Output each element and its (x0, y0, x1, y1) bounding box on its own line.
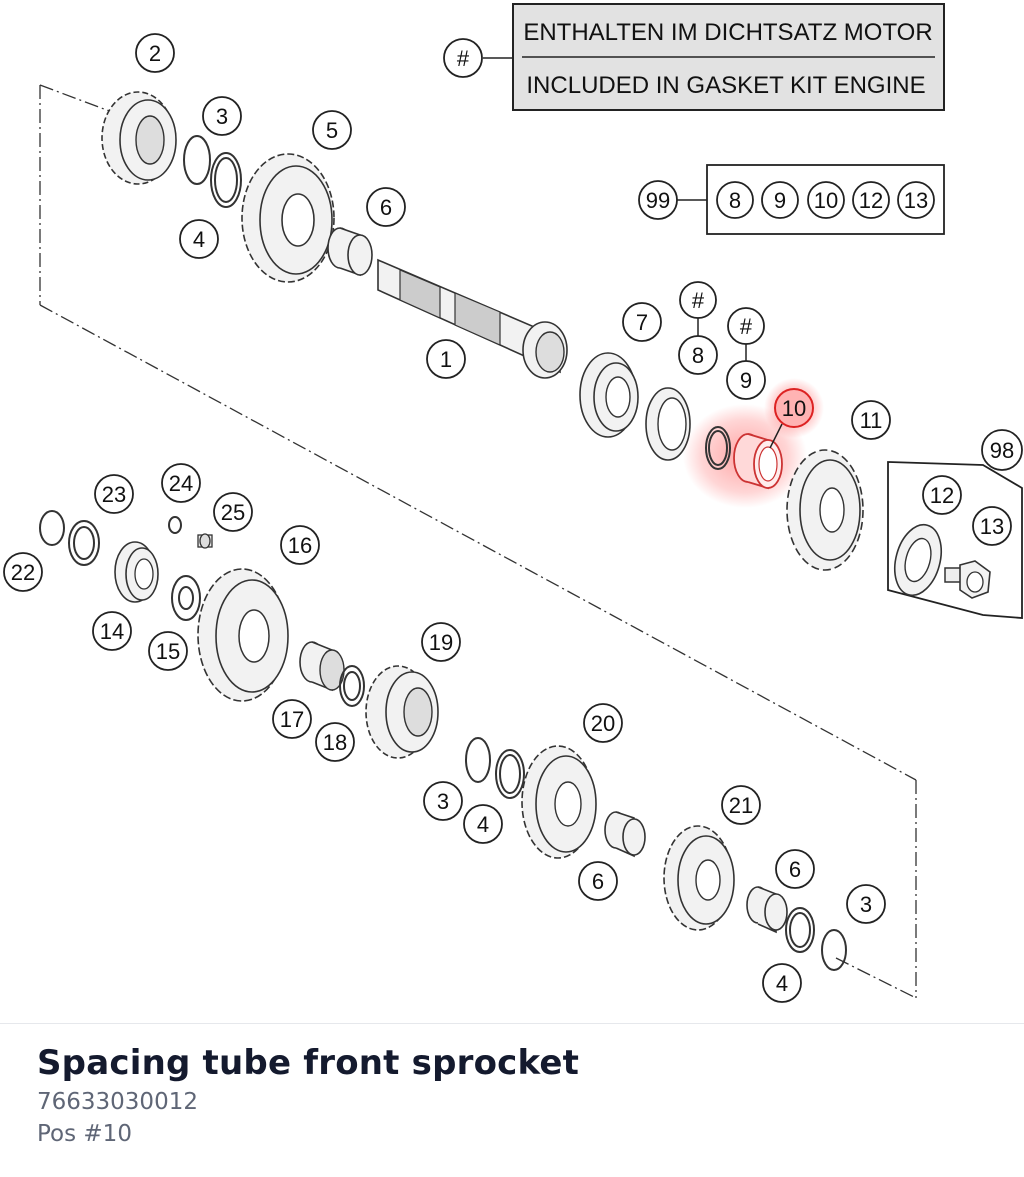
callout-15: 15 (156, 639, 180, 664)
washer-4 (210, 152, 242, 208)
circlip-22 (39, 510, 65, 546)
callout-23: 23 (102, 482, 126, 507)
ball-bearing-7 (579, 352, 639, 438)
gasket-legend-de: ENTHALTEN IM DICHTSATZ MOTOR (523, 19, 932, 46)
callout-8: 8 (692, 343, 704, 368)
callout-21: 21 (729, 793, 753, 818)
callout-8-hash: # (692, 288, 705, 313)
part-info: Spacing tube front sprocket 76633030012 … (37, 1040, 579, 1150)
callout-18: 18 (323, 730, 347, 755)
kit-99-item: 12 (859, 188, 883, 213)
callout-6: 6 (380, 195, 392, 220)
gear-2 (101, 91, 177, 185)
circlip-3c (821, 929, 847, 971)
washer-24 (168, 516, 182, 534)
callout-3: 3 (437, 789, 449, 814)
callout-9-hash: # (740, 314, 753, 339)
needle-bearing-6 (327, 227, 373, 277)
kit-99-legend: 99 8 9 10 12 13 (638, 164, 945, 235)
callout-25: 25 (221, 500, 245, 525)
kit-98-item: 12 (930, 483, 954, 508)
part-number: 76633030012 (37, 1089, 198, 1115)
callout-2: 2 (149, 41, 161, 66)
callout-11: 11 (860, 408, 883, 433)
gear-16 (197, 568, 289, 702)
washer-4c (785, 907, 815, 953)
gear-19 (365, 665, 439, 759)
gasket-symbol-callout: # (457, 46, 470, 71)
callout-9: 9 (740, 368, 752, 393)
circlip-3b (465, 737, 491, 783)
assembly-frame (39, 84, 917, 999)
callout-5: 5 (326, 118, 338, 143)
callout-4: 4 (193, 227, 205, 252)
callout-14: 14 (100, 619, 124, 644)
kit-99-item: 10 (814, 188, 838, 213)
kit-99-item: 13 (904, 188, 928, 213)
washer-15 (171, 575, 201, 621)
needle-bearing-6c (746, 886, 788, 934)
gear-5 (241, 153, 335, 283)
circlip-3 (183, 135, 211, 185)
gasket-legend-en: INCLUDED IN GASKET KIT ENGINE (526, 72, 925, 99)
washer-4b (495, 749, 525, 799)
front-sprocket-11 (786, 449, 864, 571)
gasket-kit-legend: ENTHALTEN IM DICHTSATZ MOTOR INCLUDED IN… (443, 3, 945, 111)
spacing-tube-10[interactable] (733, 433, 783, 490)
shaft-seal-8 (645, 387, 691, 461)
kit-99-item: 8 (729, 188, 741, 213)
part-position: Pos #10 (37, 1121, 132, 1147)
needle-bearing-6b (604, 811, 646, 858)
main-shaft-1 (377, 258, 568, 379)
callout-19: 19 (429, 630, 453, 655)
callout-6: 6 (789, 857, 801, 882)
callout-10-highlighted: 10 (782, 396, 806, 421)
callout-16: 16 (288, 533, 312, 558)
kit-98-label: 98 (990, 438, 1014, 463)
o-ring-9 (705, 426, 731, 470)
callout-17: 17 (280, 707, 304, 732)
callout-4: 4 (776, 971, 788, 996)
callout-3: 3 (860, 892, 872, 917)
callout-24: 24 (169, 471, 193, 496)
gear-20 (521, 745, 597, 859)
callout-7: 7 (636, 310, 648, 335)
screw-25 (197, 533, 213, 549)
divider (0, 1023, 1024, 1024)
exploded-parts-diagram: ENTHALTEN IM DICHTSATZ MOTOR INCLUDED IN… (3, 3, 1023, 1003)
callouts: 1 2 3 3 3 4 4 4 5 6 6 6 7 # 8 (3, 33, 891, 1003)
part-name: Spacing tube front sprocket (37, 1043, 580, 1083)
needle-bearing-17 (299, 641, 345, 692)
callout-20: 20 (591, 711, 615, 736)
callout-4: 4 (477, 812, 489, 837)
callout-3: 3 (216, 104, 228, 129)
kit-98-legend: 98 12 13 (887, 429, 1023, 619)
ball-bearing-14 (114, 541, 159, 603)
callout-22: 22 (11, 560, 35, 585)
washer-23 (68, 520, 100, 566)
kit-99-item: 9 (774, 188, 786, 213)
kit-98-item: 13 (980, 514, 1004, 539)
callout-6: 6 (592, 869, 604, 894)
callout-1: 1 (440, 347, 452, 372)
washer-18 (339, 665, 365, 707)
kit-99-label: 99 (646, 188, 670, 213)
gear-21 (663, 825, 735, 931)
